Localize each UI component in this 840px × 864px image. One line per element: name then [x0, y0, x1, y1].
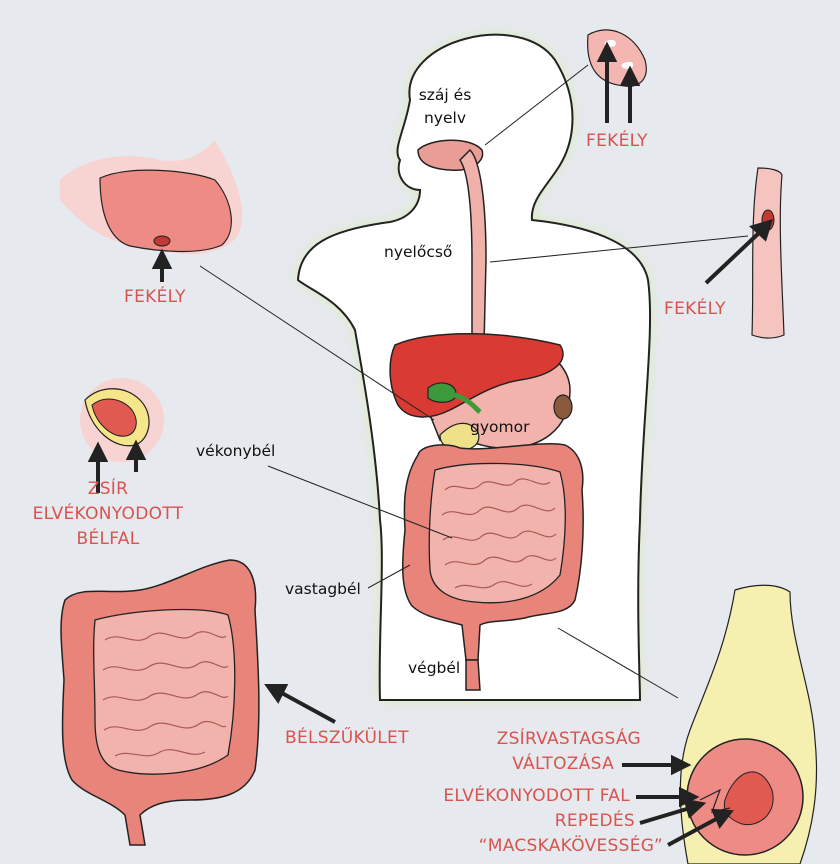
callout-thinned-wall: ELVÉKONYODOTT FAL [443, 786, 630, 806]
label-rectum: végbél [408, 659, 461, 677]
label-mouth: száj és [418, 86, 472, 104]
label-large-intestine: vastagbél [285, 580, 361, 598]
cross-section-inset [679, 584, 818, 864]
callout-ulcer-stomach: FEKÉLY [124, 287, 186, 307]
callout-cobblestone: “MACSKAKÖVESSÉG” [478, 836, 663, 856]
connector-lines [199, 64, 749, 699]
gallbladder [427, 382, 457, 403]
esophagus-ulcer-inset [751, 167, 785, 339]
small-intestine [428, 462, 566, 604]
stomach-ulcer-inset [60, 140, 243, 255]
callout-thin-wall: ELVÉKONYODOTT [32, 504, 184, 524]
callout-fissure: REPEDÉS [554, 811, 635, 831]
callout-thin-wall-2: BÉLFAL [76, 529, 140, 549]
callout-stricture: BÉLSZŰKÜLET [285, 728, 409, 748]
callout-fat: ZSÍR [87, 479, 129, 499]
callout-ulcer-mouth: FEKÉLY [586, 131, 648, 151]
stricture-inset [60, 559, 260, 846]
thin-wall-inset [80, 378, 164, 462]
spleen [553, 394, 573, 420]
label-stomach: gyomor [470, 418, 530, 436]
callout-fat-change: ZSÍRVASTAGSÁG [496, 729, 641, 749]
mouth-ulcer-inset [587, 29, 647, 87]
label-esophagus: nyelőcső [384, 243, 453, 261]
callout-ulcer-esophagus: FEKÉLY [664, 299, 726, 319]
callout-fat-change-2: VÁLTOZÁSA [512, 754, 614, 774]
label-tongue: nyelv [423, 109, 466, 127]
small-intestine-loops [441, 478, 557, 589]
label-small-intestine: vékonybél [196, 442, 276, 460]
